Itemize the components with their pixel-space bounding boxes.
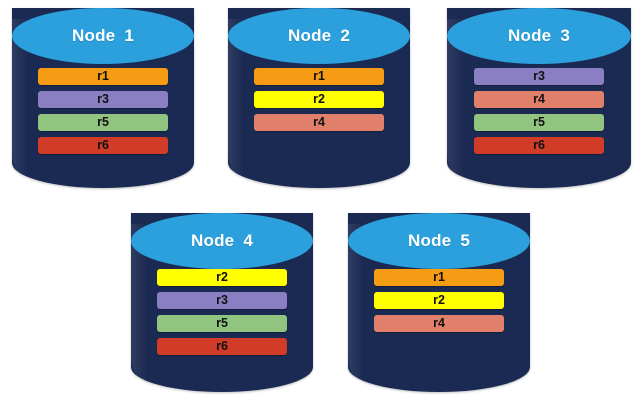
- cylinder-top-ellipse: Node 4: [131, 213, 313, 269]
- replica-label: r1: [97, 69, 109, 84]
- cylinder-top-ellipse: Node 1: [12, 8, 194, 64]
- cylinder-top-ellipse: Node 2: [228, 8, 410, 64]
- node-label-number: 2: [340, 26, 350, 45]
- replica-label: r3: [97, 92, 109, 107]
- database-node[interactable]: Node 3 r3 r4 r5 r6: [447, 8, 631, 188]
- replica-bar[interactable]: r5: [157, 315, 287, 332]
- node-label: Node 4: [191, 231, 253, 251]
- replica-bar[interactable]: r6: [474, 137, 604, 154]
- node-label: Node 3: [508, 26, 570, 46]
- replica-bar[interactable]: r3: [38, 91, 168, 108]
- database-node[interactable]: Node 4 r2 r3 r5 r6: [131, 213, 313, 392]
- replica-bar[interactable]: r1: [254, 68, 384, 85]
- replica-bar[interactable]: r4: [254, 114, 384, 131]
- node-label-name: Node: [72, 26, 116, 45]
- replica-label: r6: [216, 339, 228, 354]
- replica-bar[interactable]: r3: [157, 292, 287, 309]
- replica-list: r3 r4 r5 r6: [447, 68, 631, 154]
- node-label-number: 4: [243, 231, 253, 250]
- replica-bar[interactable]: r3: [474, 68, 604, 85]
- replica-label: r2: [313, 92, 325, 107]
- replica-list: r1 r2 r4: [348, 269, 530, 332]
- replica-list: r2 r3 r5 r6: [131, 269, 313, 355]
- replica-label: r3: [533, 69, 545, 84]
- replica-label: r6: [533, 138, 545, 153]
- node-label-name: Node: [408, 231, 452, 250]
- replica-label: r5: [216, 316, 228, 331]
- node-label: Node 1: [72, 26, 134, 46]
- cylinder-top-ellipse: Node 3: [447, 8, 631, 64]
- replica-bar[interactable]: r2: [374, 292, 504, 309]
- replica-label: r6: [97, 138, 109, 153]
- replica-bar[interactable]: r1: [38, 68, 168, 85]
- node-label-name: Node: [191, 231, 235, 250]
- node-label: Node 5: [408, 231, 470, 251]
- replica-label: r4: [433, 316, 445, 331]
- replica-label: r1: [313, 69, 325, 84]
- replica-bar[interactable]: r6: [38, 137, 168, 154]
- database-node[interactable]: Node 2 r1 r2 r4: [228, 8, 410, 188]
- node-label-name: Node: [288, 26, 332, 45]
- replica-bar[interactable]: r5: [474, 114, 604, 131]
- replica-list: r1 r2 r4: [228, 68, 410, 131]
- replica-bar[interactable]: r5: [38, 114, 168, 131]
- replica-bar[interactable]: r2: [254, 91, 384, 108]
- replica-label: r5: [97, 115, 109, 130]
- replica-label: r1: [433, 270, 445, 285]
- cylinder-top-ellipse: Node 5: [348, 213, 530, 269]
- replica-bar[interactable]: r2: [157, 269, 287, 286]
- replica-list: r1 r3 r5 r6: [12, 68, 194, 154]
- node-label-number: 5: [460, 231, 470, 250]
- node-label: Node 2: [288, 26, 350, 46]
- replica-label: r4: [533, 92, 545, 107]
- replica-label: r2: [433, 293, 445, 308]
- replica-bar[interactable]: r6: [157, 338, 287, 355]
- replica-label: r4: [313, 115, 325, 130]
- replica-bar[interactable]: r1: [374, 269, 504, 286]
- replica-bar[interactable]: r4: [374, 315, 504, 332]
- replica-label: r3: [216, 293, 228, 308]
- node-label-number: 3: [560, 26, 570, 45]
- node-label-name: Node: [508, 26, 552, 45]
- database-node[interactable]: Node 1 r1 r3 r5 r6: [12, 8, 194, 188]
- replica-label: r5: [533, 115, 545, 130]
- node-label-number: 1: [124, 26, 134, 45]
- replica-label: r2: [216, 270, 228, 285]
- database-node[interactable]: Node 5 r1 r2 r4: [348, 213, 530, 392]
- replica-bar[interactable]: r4: [474, 91, 604, 108]
